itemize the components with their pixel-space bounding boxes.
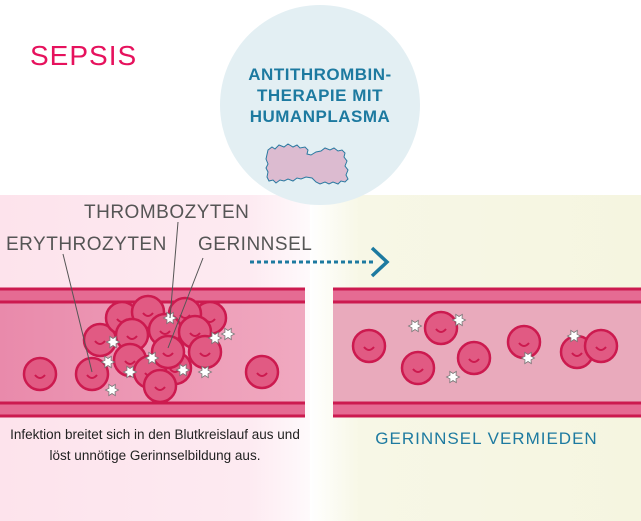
erythrocyte: [22, 356, 58, 392]
thrombocyte-icon: [105, 335, 121, 349]
thrombocyte-icon: [100, 355, 116, 369]
therapy-title: ANTITHROMBIN- THERAPIE MIT HUMANPLASMA: [220, 64, 420, 127]
therapy-line: HUMANPLASMA: [249, 107, 391, 126]
erythrocyte: [506, 324, 542, 360]
therapy-line: ANTITHROMBIN-: [248, 65, 392, 84]
result-label: GERINNSEL VERMIEDEN: [375, 429, 598, 448]
thrombocyte-icon: [207, 331, 223, 345]
thrombocyte-icon: [566, 329, 582, 343]
erythrocyte: [142, 368, 178, 404]
thrombocyte-icon: [144, 351, 160, 365]
thrombocyte-icon: [104, 383, 120, 397]
label-clot: GERINNSEL: [198, 234, 313, 255]
thrombocyte-icon: [520, 351, 536, 365]
label-erythrocytes: ERYTHROZYTEN: [6, 234, 167, 255]
arrow-right-icon: [370, 246, 390, 278]
page-title: SEPSIS: [30, 40, 138, 71]
erythrocyte: [187, 334, 223, 370]
thrombocyte-icon: [122, 365, 138, 379]
thrombocyte-icon: [407, 319, 423, 333]
label-pointers: [62, 221, 204, 373]
erythrocyte: [351, 328, 387, 364]
erythrocyte: [583, 328, 619, 364]
thrombocyte-icon: [445, 370, 461, 384]
thrombocyte-icon: [175, 363, 191, 377]
erythrocyte: [150, 334, 186, 370]
thrombocyte-icon: [220, 327, 236, 341]
thrombocyte-icon: [197, 365, 213, 379]
erythrocyte: [423, 310, 459, 346]
erythrocyte: [400, 350, 436, 386]
caption: Infektion breitet sich in den Blutkreisl…: [10, 427, 300, 463]
therapy-line: THERAPIE MIT: [257, 86, 383, 105]
antithrombin-molecule-icon: [265, 143, 349, 185]
erythrocyte: [456, 340, 492, 376]
label-thrombocytes: THROMBOZYTEN: [84, 202, 250, 223]
erythrocyte: [244, 354, 280, 390]
erythrocyte: [114, 317, 150, 353]
thrombocyte-icon: [451, 313, 467, 327]
erythrocyte: [74, 356, 110, 392]
